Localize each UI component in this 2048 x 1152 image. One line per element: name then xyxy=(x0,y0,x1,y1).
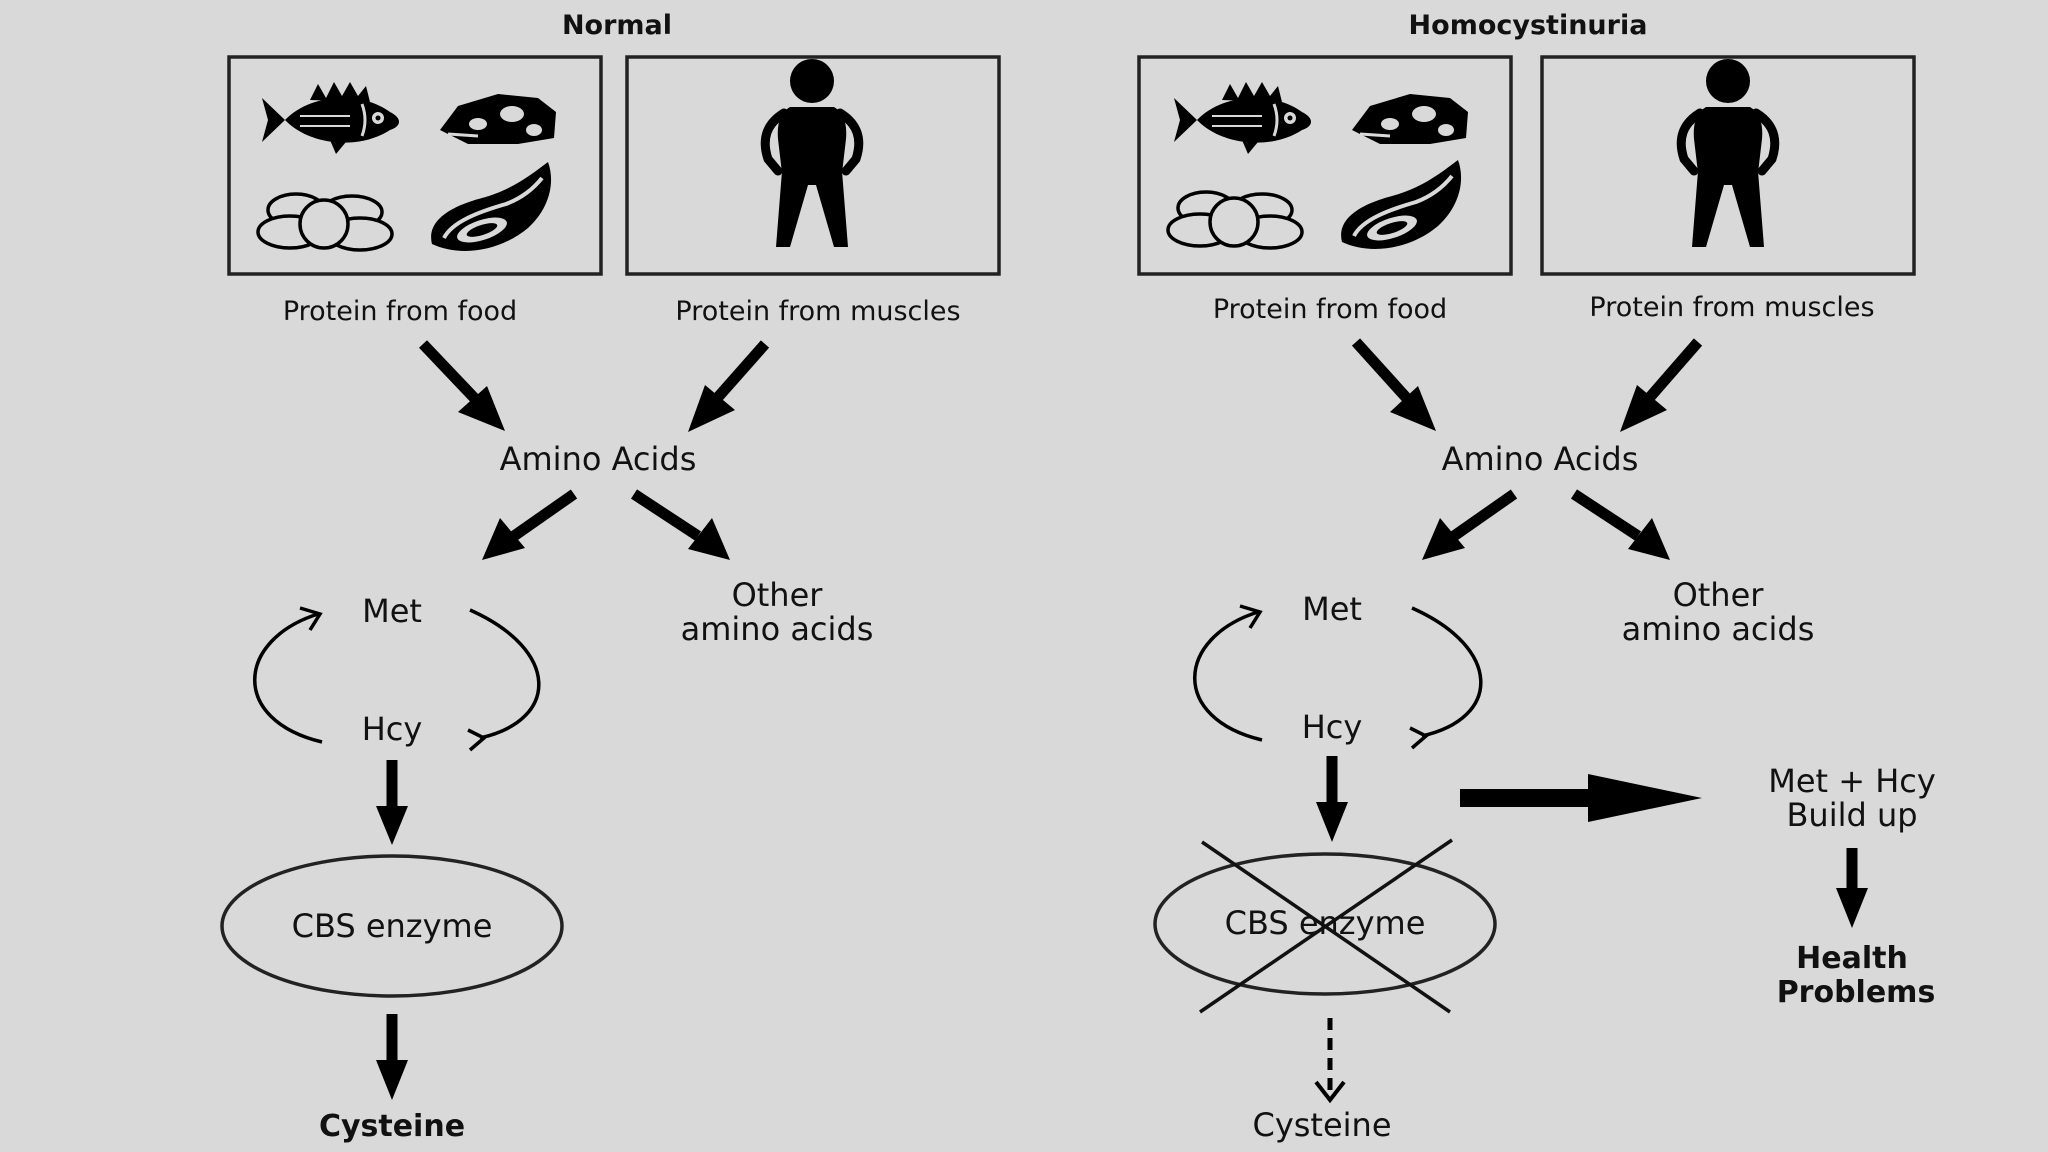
oyster-icon xyxy=(429,160,554,253)
normal-panel: Normal Protein from food Protein from mu… xyxy=(220,10,1001,1144)
homocystinuria-protein-muscles-label: Protein from muscles xyxy=(1589,292,1874,323)
normal-food-box xyxy=(227,55,603,276)
homocystinuria-protein-food-label: Protein from food xyxy=(1213,294,1447,325)
normal-protein-muscles-label: Protein from muscles xyxy=(675,296,960,327)
normal-other-amino-acids-line1: Other xyxy=(732,576,824,614)
homocystinuria-title: Homocystinuria xyxy=(1409,10,1648,41)
normal-muscles-box xyxy=(625,55,1001,276)
homocystinuria-cysteine-label: Cysteine xyxy=(1252,1106,1391,1144)
fish-icon xyxy=(260,80,401,156)
homocystinuria-dashed-arrow-enzyme-to-cysteine xyxy=(1314,1018,1346,1102)
oyster-icon xyxy=(1339,158,1464,251)
normal-other-amino-acids-line2: amino acids xyxy=(681,610,874,648)
homocystinuria-arrow-muscles-to-amino xyxy=(1620,338,1703,432)
homocystinuria-enzyme-label: CBS enzyme xyxy=(1225,904,1426,942)
homocystinuria-arrow-amino-to-met xyxy=(1422,489,1518,560)
normal-arrow-muscles-to-amino xyxy=(688,340,770,432)
cheese-icon xyxy=(1350,92,1470,146)
normal-title: Normal xyxy=(562,10,672,41)
homocystinuria-muscles-box xyxy=(1540,55,1916,276)
homocystinuria-hcy-label: Hcy xyxy=(1302,708,1363,746)
homocystinuria-met-hcy-cycle xyxy=(1193,604,1483,750)
homocystinuria-problems-line1: Health xyxy=(1796,941,1908,976)
homocystinuria-other-amino-acids-line2: amino acids xyxy=(1622,610,1815,648)
homocystinuria-arrow-hcy-to-buildup xyxy=(1460,774,1702,822)
homocystinuria-arrow-amino-to-other xyxy=(1570,489,1670,560)
homocystinuria-arrow-food-to-amino xyxy=(1351,338,1436,431)
homocystinuria-arrow-buildup-to-problems xyxy=(1836,848,1868,928)
eggs-icon xyxy=(256,192,394,252)
normal-arrow-amino-to-other xyxy=(630,489,730,560)
normal-arrow-amino-to-met xyxy=(482,489,578,560)
normal-protein-food-label: Protein from food xyxy=(283,296,517,327)
normal-cysteine-label: Cysteine xyxy=(319,1109,465,1144)
normal-amino-acids-label: Amino Acids xyxy=(500,440,697,478)
normal-arrow-enzyme-to-cysteine xyxy=(376,1014,408,1100)
normal-met-label: Met xyxy=(362,592,422,630)
homocystinuria-food-box xyxy=(1137,55,1513,276)
fish-icon xyxy=(1172,80,1313,156)
homocystinuria-arrow-hcy-to-enzyme xyxy=(1316,756,1348,842)
person-icon xyxy=(765,59,859,247)
normal-arrow-hcy-to-enzyme xyxy=(376,760,408,845)
normal-arrow-food-to-amino xyxy=(419,340,505,431)
homocystinuria-other-amino-acids-line1: Other xyxy=(1673,576,1765,614)
normal-met-hcy-cycle xyxy=(253,606,541,752)
normal-enzyme-label: CBS enzyme xyxy=(292,907,493,945)
homocystinuria-problems-line2: Problems xyxy=(1777,975,1936,1010)
homocystinuria-buildup-line1: Met + Hcy xyxy=(1768,762,1936,800)
homocystinuria-amino-acids-label: Amino Acids xyxy=(1442,440,1639,478)
cheese-icon xyxy=(438,92,558,146)
eggs-icon xyxy=(1166,190,1304,250)
normal-cbs-enzyme-node xyxy=(220,854,564,998)
homocystinuria-cbs-enzyme-node xyxy=(1153,852,1497,996)
normal-hcy-label: Hcy xyxy=(362,710,423,748)
homocystinuria-met-label: Met xyxy=(1302,590,1362,628)
person-icon xyxy=(1681,59,1775,247)
homocystinuria-panel: Homocystinuria Protein from food Protein… xyxy=(1137,10,1936,1144)
homocystinuria-buildup-line2: Build up xyxy=(1786,796,1917,834)
enzyme-blocked-cross xyxy=(1199,838,1453,1014)
